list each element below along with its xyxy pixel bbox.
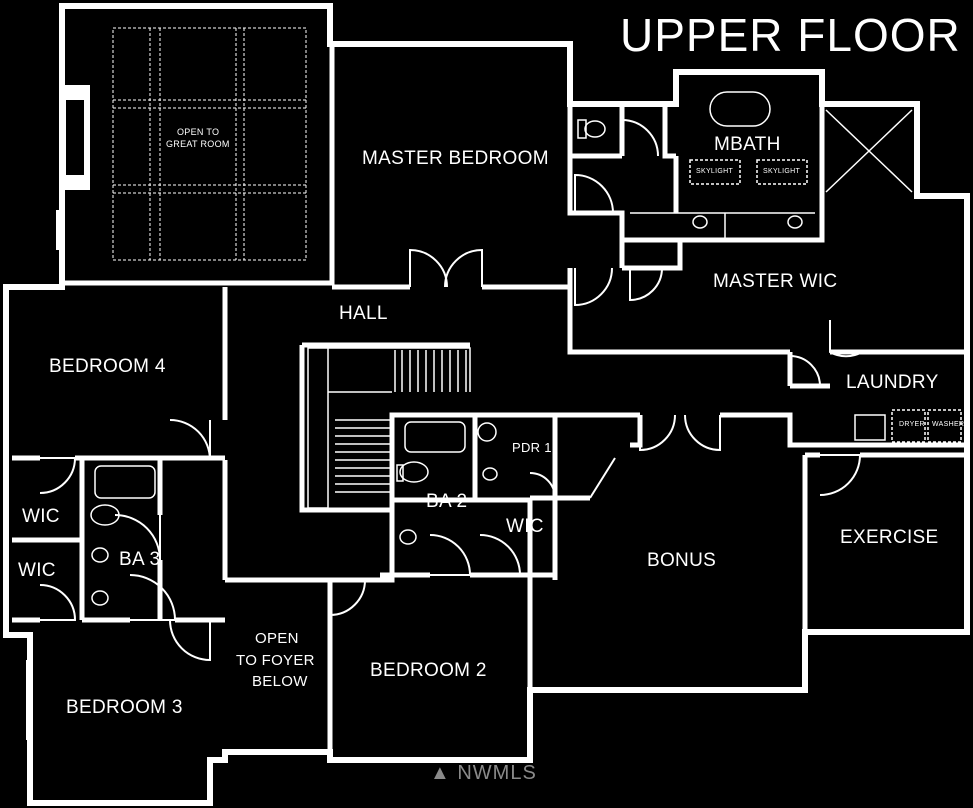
- door-bed2: [329, 579, 367, 616]
- door-bed4: [169, 419, 211, 461]
- foyer-label-2: TO FOYER: [236, 652, 315, 669]
- laundry-sink: [854, 414, 886, 441]
- pdr1-label: PDR 1: [512, 440, 552, 455]
- foyer-label-1: OPEN: [255, 630, 299, 647]
- dryer-box: [891, 409, 926, 443]
- bedroom4-label: BEDROOM 4: [49, 356, 166, 377]
- master-wic-label: MASTER WIC: [713, 271, 838, 292]
- door-bed3: [169, 619, 211, 662]
- mbath-label: MBATH: [714, 134, 781, 155]
- skylight-label-2: SKYLIGHT: [763, 168, 801, 175]
- great-room-label-2: GREAT ROOM: [166, 139, 230, 149]
- bedroom2-wall: [327, 412, 558, 690]
- master-wic-south-wall: [787, 349, 967, 386]
- watermark-logo-icon: ▲: [430, 762, 451, 784]
- door-mbath: [574, 173, 614, 214]
- dryer-label: DRYER: [899, 421, 925, 428]
- door-wic3: [479, 534, 522, 576]
- wic-lower-left-label: WIC: [18, 560, 56, 581]
- door-wic: [574, 267, 663, 307]
- door-wic2: [39, 584, 77, 621]
- washer-label: WASHER: [932, 421, 965, 428]
- great-room-grid: [112, 27, 307, 261]
- exercise-label: EXERCISE: [840, 527, 939, 548]
- master-bedroom-wall: [332, 284, 790, 355]
- skylight-box-1: [689, 159, 741, 185]
- vanity-mbath: [630, 212, 815, 238]
- great-room-opening: [62, 44, 335, 286]
- plan-title: UPPER FLOOR: [620, 9, 961, 61]
- ba2-wall: [392, 415, 533, 580]
- skylight-label-1: SKYLIGHT: [696, 168, 734, 175]
- skylight-box-2: [756, 159, 808, 185]
- foyer-label-3: BELOW: [252, 673, 308, 690]
- wic-center-label: WIC: [506, 516, 544, 537]
- washer-box: [927, 409, 962, 443]
- hall-label: HALL: [339, 303, 388, 324]
- door-ba2: [429, 534, 472, 576]
- tub-ba3: [94, 465, 156, 499]
- door-pdr: [529, 472, 557, 499]
- laundry-label: LAUNDRY: [846, 372, 939, 393]
- great-room-label-1: OPEN TO: [177, 127, 220, 137]
- master-bedroom-label: MASTER BEDROOM: [362, 148, 549, 169]
- tub-mbath: [709, 91, 771, 127]
- bonus-label: BONUS: [647, 550, 717, 571]
- door-wic1: [39, 457, 77, 494]
- door-laundry2: [789, 355, 822, 387]
- ba2-label: BA 2: [426, 491, 468, 512]
- door-bonus: [639, 414, 721, 452]
- wic-upper-left-label: WIC: [22, 506, 60, 527]
- exercise-wall: [802, 452, 967, 632]
- stair-wall: [299, 342, 470, 513]
- exterior-wall: [3, 3, 970, 806]
- door-laundry: [829, 320, 863, 358]
- door-bonus-side: [589, 457, 616, 499]
- door-wc: [621, 118, 659, 157]
- stair: [307, 347, 329, 509]
- master-wic-wall: [567, 213, 683, 352]
- toilet-master: [577, 119, 587, 139]
- bedroom3-label: BEDROOM 3: [66, 697, 183, 718]
- door-exercise: [819, 454, 862, 496]
- bedroom2-label: BEDROOM 2: [370, 660, 487, 681]
- bedroom4-wall: [12, 287, 228, 580]
- door-ba3: [114, 514, 177, 621]
- shower-diag: [825, 109, 913, 193]
- watermark: ▲ NWMLS: [430, 762, 537, 785]
- door-master: [409, 248, 483, 288]
- ba3-label: BA 3: [119, 549, 161, 570]
- tub-ba2: [404, 421, 466, 453]
- watermark-text: NWMLS: [457, 762, 537, 784]
